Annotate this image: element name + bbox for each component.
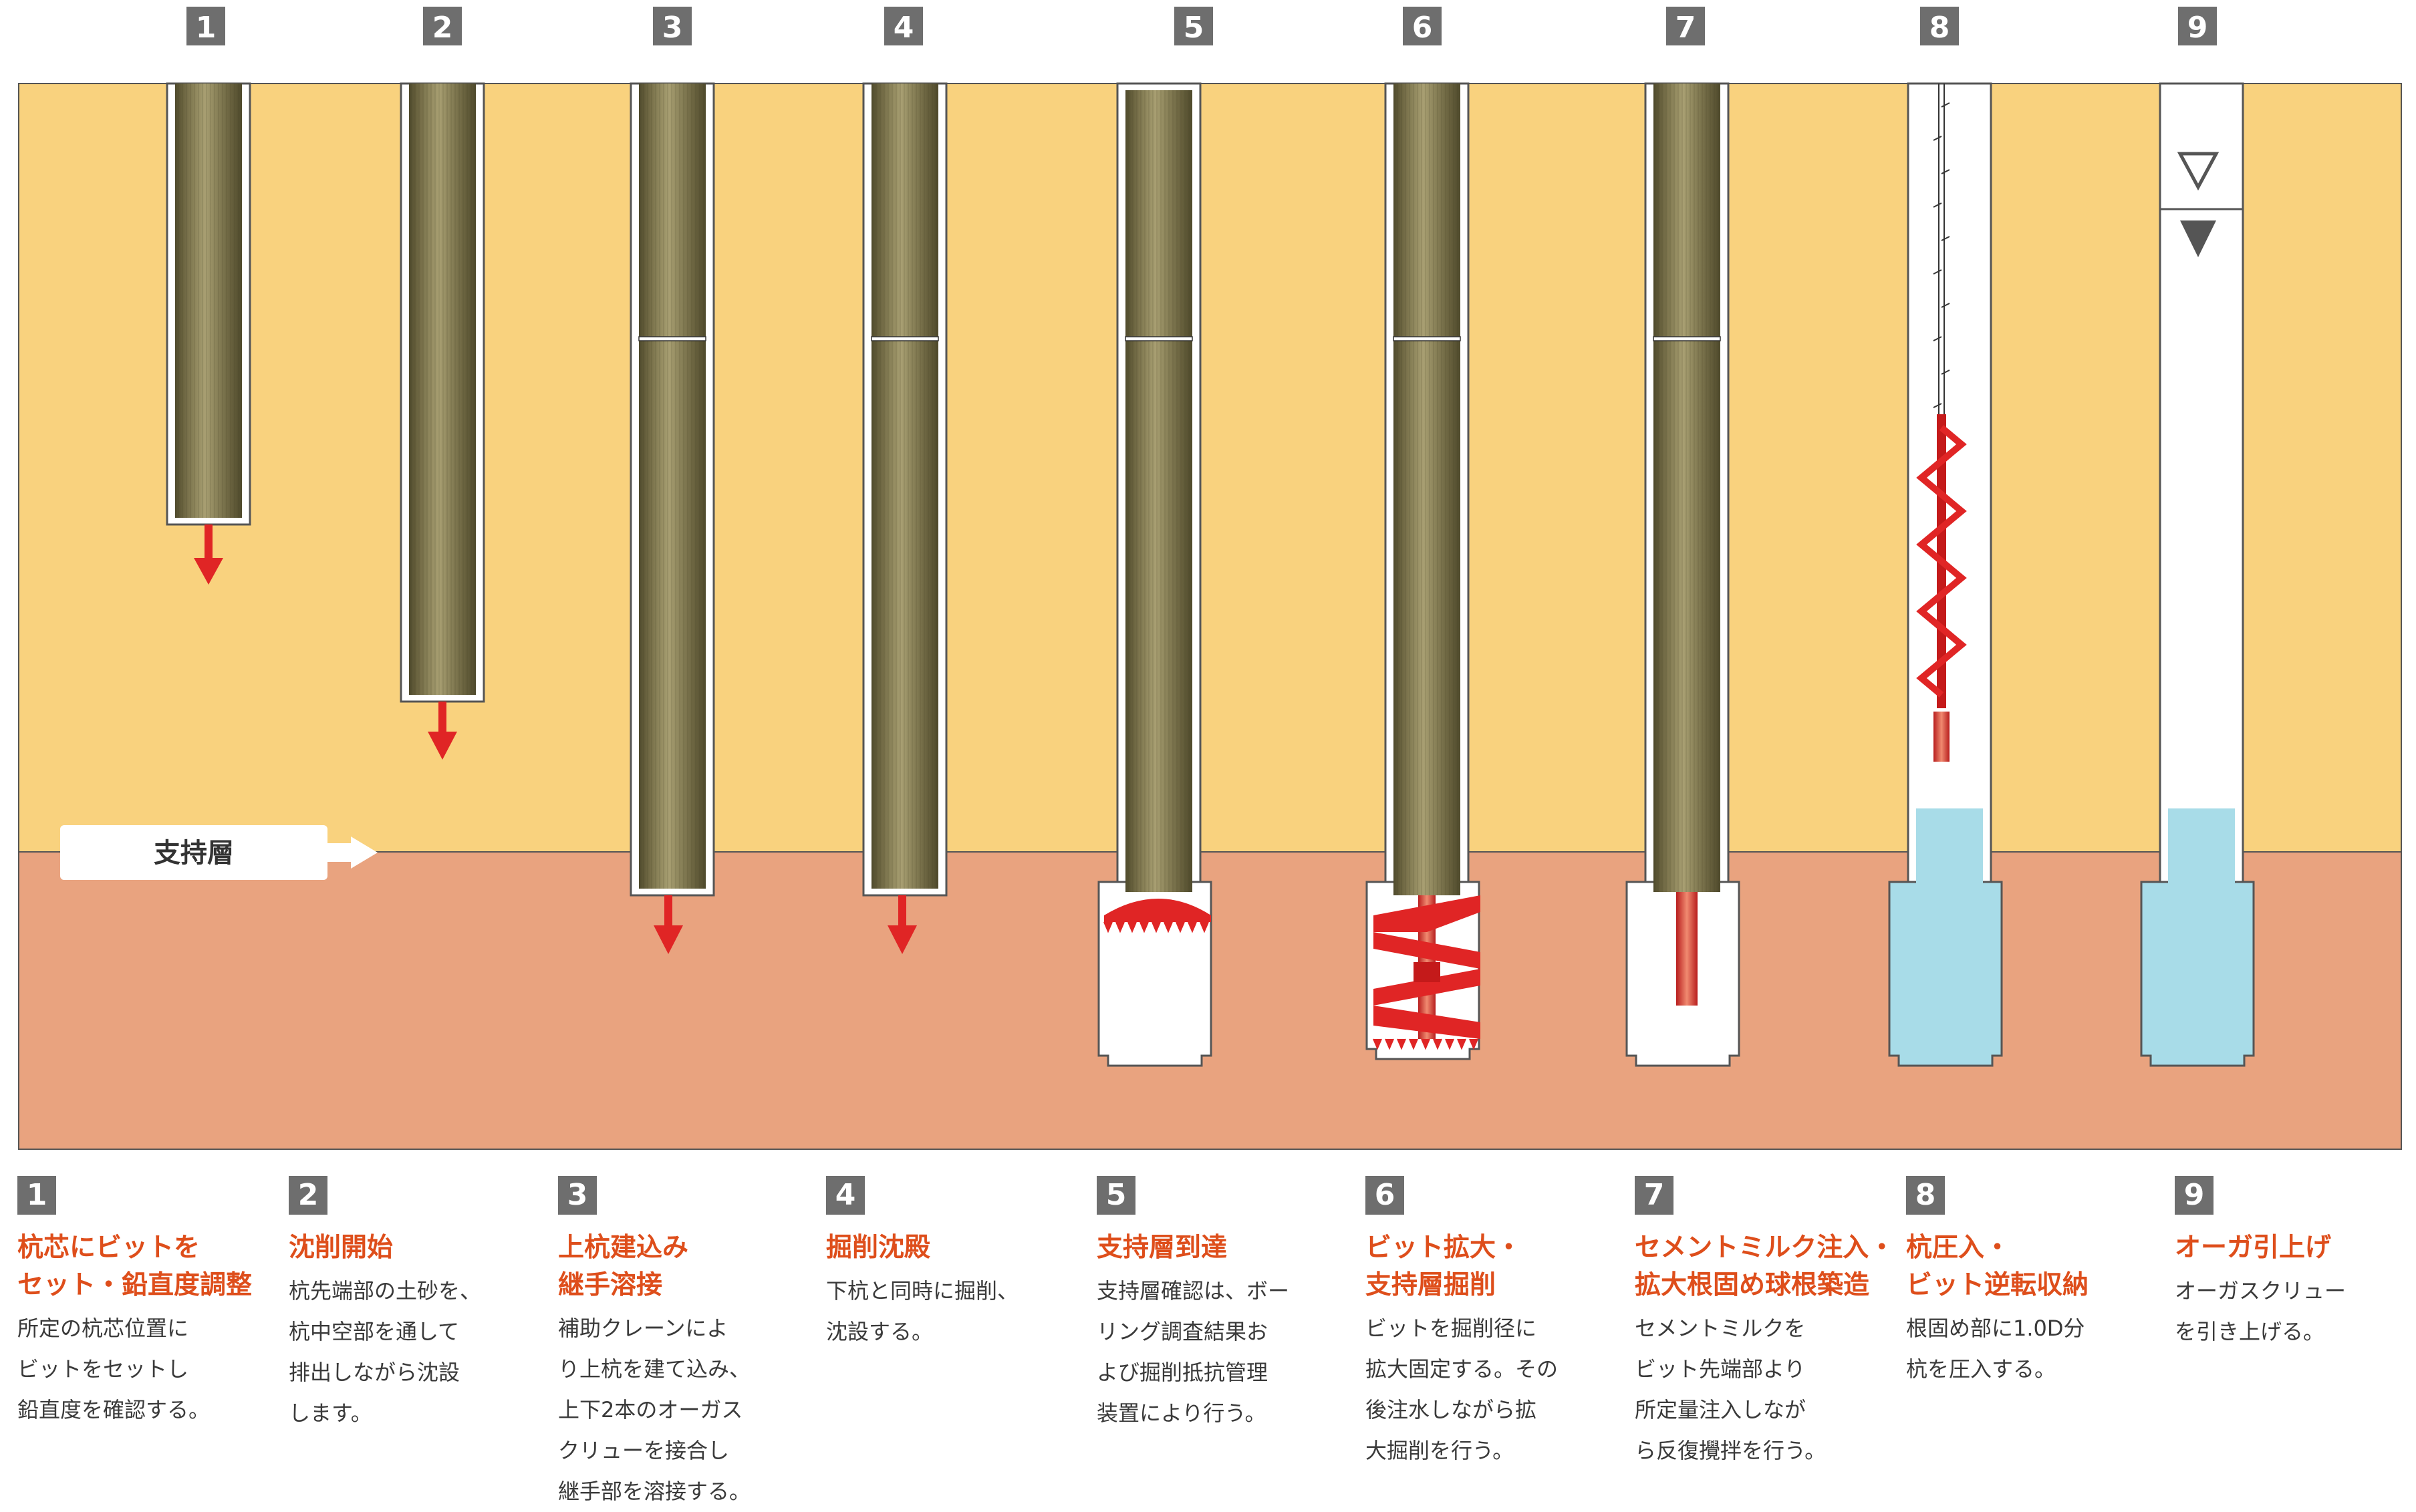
- step-desc: 所定の杭芯位置に ビットをセットし 鉛直度を確認する。: [17, 1316, 211, 1422]
- step-3-scene: [630, 82, 715, 954]
- step-title: 上杭建込み 継手溶接: [558, 1233, 689, 1300]
- step-number-badge: 5: [1097, 1176, 1135, 1215]
- step-desc: 補助クレーンによ り上杭を建て込み、 上下2本のオーガス クリューを接合し 継手…: [558, 1316, 751, 1504]
- step-8-scene: [1888, 82, 2003, 1067]
- step-number-badge: 9: [2175, 1176, 2213, 1215]
- step-2-scene: [400, 82, 485, 760]
- bearing-layer-label: 支持層: [60, 825, 378, 880]
- step-badge-9: [2178, 7, 2217, 45]
- step-title: セメントミルク注入・ 拡大根固め球根築造: [1635, 1233, 1895, 1300]
- step-number-badge: 2: [289, 1176, 327, 1215]
- step-description-5: 5 支持層到達 支持層確認は、ボー リング調査結果お よび掘削抵抗管理 装置によ…: [1097, 1176, 1351, 1434]
- step-badge-3: [653, 7, 692, 45]
- step-9-scene: [2140, 82, 2255, 1067]
- step-title: 沈削開始: [289, 1233, 394, 1263]
- svg-text:6: 6: [1412, 11, 1433, 45]
- step-description-4: 4 掘削沈殿 下杭と同時に掘削、 沈設する。: [826, 1176, 1080, 1352]
- step-desc: ビットを掘削径に 拡大固定する。その 後注水しながら拡 大掘削を行う。: [1365, 1316, 1559, 1463]
- svg-text:支持層: 支持層: [154, 838, 234, 869]
- step-desc: オーガスクリュー を引き上げる。: [2175, 1278, 2346, 1344]
- upper-soil-layer: [18, 83, 2402, 853]
- step-title: 掘削沈殿: [826, 1233, 931, 1263]
- step-description-8: 8 杭圧入・ ビット逆転収納 根固め部に1.0D分 杭を圧入する。: [1906, 1176, 2160, 1390]
- step-5-scene: [1097, 82, 1212, 1067]
- svg-text:9: 9: [2187, 11, 2208, 45]
- svg-text:8: 8: [1929, 11, 1950, 45]
- step-title: ビット拡大・ 支持層掘削: [1365, 1233, 1522, 1300]
- step-badge-1: [186, 7, 225, 45]
- step-badge-6: [1403, 7, 1442, 45]
- step-title: 杭芯にビットを セット・鉛直度調整: [17, 1233, 253, 1300]
- drill-bit-icon: [1103, 899, 1211, 933]
- header-badges: 1 2 3 4 5 6 7 8 9: [186, 7, 2217, 45]
- step-6-scene: [1365, 82, 1480, 1060]
- step-title: オーガ引上げ: [2175, 1233, 2332, 1263]
- step-description-3: 3 上杭建込み 継手溶接 補助クレーンによ り上杭を建て込み、 上下2本のオーガ…: [558, 1176, 812, 1512]
- step-number-badge: 6: [1365, 1176, 1404, 1215]
- step-description-9: 9 オーガ引上げ オーガスクリュー を引き上げる。: [2175, 1176, 2416, 1352]
- step-number-badge: 8: [1906, 1176, 1945, 1215]
- step-number-badge: 4: [826, 1176, 865, 1215]
- step-description-1: 1 杭芯にビットを セット・鉛直度調整 所定の杭芯位置に ビットをセットし 鉛直…: [17, 1176, 271, 1430]
- step-4-scene: [862, 82, 948, 954]
- arrow-down-icon: [194, 524, 223, 585]
- step-desc: 杭先端部の土砂を、 杭中空部を通して 排出しながら沈設 します。: [289, 1278, 482, 1426]
- step-badge-8: [1920, 7, 1959, 45]
- svg-text:1: 1: [196, 11, 217, 45]
- step-title: 支持層到達: [1097, 1233, 1228, 1263]
- svg-text:3: 3: [662, 11, 683, 45]
- arrow-down-icon: [654, 895, 683, 954]
- step-desc: 下杭と同時に掘削、 沈設する。: [826, 1278, 1019, 1344]
- cement-rod: [1676, 892, 1698, 1006]
- step-number-badge: 3: [558, 1176, 597, 1215]
- auger-screw-icon: [1373, 895, 1480, 1050]
- step-description-6: 6 ビット拡大・ 支持層掘削 ビットを掘削径に 拡大固定する。その 後注水しなが…: [1365, 1176, 1619, 1471]
- svg-text:2: 2: [432, 11, 453, 45]
- step-desc: 支持層確認は、ボー リング調査結果お よび掘削抵抗管理 装置により行う。: [1097, 1278, 1290, 1426]
- step-desc: 根固め部に1.0D分 杭を圧入する。: [1906, 1316, 2085, 1382]
- svg-text:7: 7: [1675, 11, 1696, 45]
- auger-screw-icon: [1916, 84, 1967, 762]
- step-badge-4: [884, 7, 923, 45]
- step-1-scene: [166, 82, 251, 585]
- step-number-badge: 7: [1635, 1176, 1673, 1215]
- step-badge-2: [423, 7, 462, 45]
- step-number-badge: 1: [17, 1176, 56, 1215]
- step-badge-5: [1174, 7, 1213, 45]
- step-7-scene: [1625, 82, 1740, 1067]
- step-title: 杭圧入・ ビット逆転収納: [1906, 1233, 2089, 1300]
- arrow-down-icon: [428, 702, 457, 760]
- step-badge-7: [1666, 7, 1705, 45]
- step-desc: セメントミルクを ビット先端部より 所定量注入しなが ら反復攪拌を行う。: [1635, 1316, 1827, 1463]
- step-description-2: 2 沈削開始 杭先端部の土砂を、 杭中空部を通して 排出しながら沈設 します。: [289, 1176, 543, 1434]
- step-description-7: 7 セメントミルク注入・ 拡大根固め球根築造 セメントミルクを ビット先端部より…: [1635, 1176, 1902, 1471]
- svg-text:4: 4: [894, 11, 914, 45]
- arrow-right-icon: [327, 837, 378, 869]
- water-level-icon: [2177, 152, 2220, 257]
- svg-text:5: 5: [1184, 11, 1204, 45]
- arrow-down-icon: [888, 895, 917, 954]
